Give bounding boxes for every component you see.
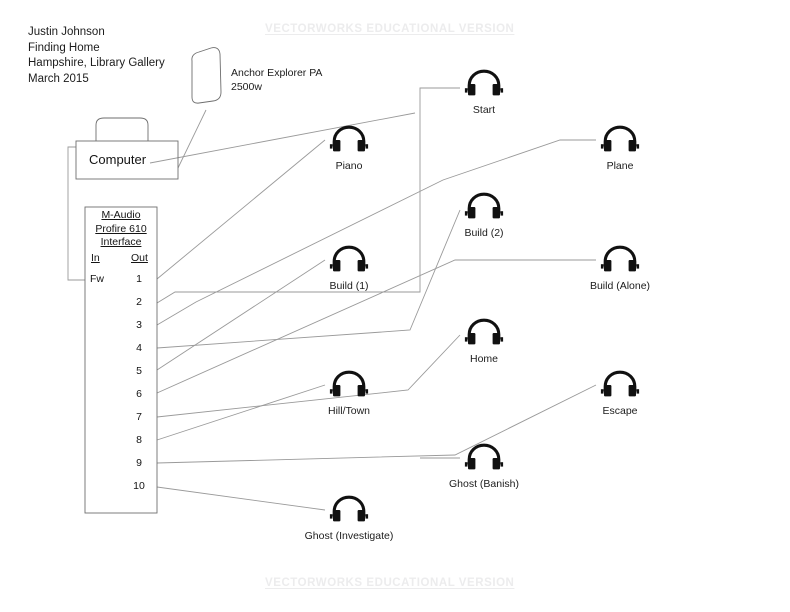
node-label-build-1: Build (1) <box>329 280 369 292</box>
node-home: Home <box>424 318 544 365</box>
wire-out1-piano <box>156 139 326 280</box>
headphones-icon <box>600 125 640 152</box>
node-label-ghost-banish: Ghost (Banish) <box>448 478 520 490</box>
interface-output-4: 4 <box>136 342 142 354</box>
interface-model: Profire 610 <box>95 222 147 235</box>
wire-out5-build1 <box>156 259 326 371</box>
wire-out8-hilltown <box>156 384 326 441</box>
node-build-1: Build (1) <box>289 245 409 292</box>
pa-speaker-outline <box>191 47 222 104</box>
headphones-icon <box>329 245 369 272</box>
interface-in-value: Fw <box>90 273 104 285</box>
headphones-icon <box>464 318 504 345</box>
headphones-icon <box>464 69 504 96</box>
interface-title: M-Audio Profire 610 Interface <box>86 209 156 250</box>
interface-out-header: Out <box>131 252 148 264</box>
node-label-home: Home <box>469 353 498 365</box>
headphones-icon <box>329 495 369 522</box>
interface-box-outline <box>84 206 158 514</box>
node-label-start: Start <box>472 104 496 116</box>
headphones-icon <box>464 192 504 219</box>
interface-output-2: 2 <box>136 296 142 308</box>
wire-computer-to-pa <box>177 109 207 169</box>
pa-speaker-label-line1: Anchor Explorer PA <box>231 67 323 79</box>
computer-label: Computer <box>89 152 147 167</box>
wire-out2-start <box>156 87 460 304</box>
computer-box-outline <box>75 140 179 180</box>
node-start: Start <box>424 69 544 116</box>
node-label-hill-town: Hill/Town <box>327 405 370 417</box>
pa-speaker-label: Anchor Explorer PA 2500w <box>231 66 322 94</box>
interface-in-header: In <box>91 252 100 264</box>
interface-brand: M-Audio <box>101 209 141 221</box>
node-build-alone: Build (Alone) <box>560 245 680 292</box>
headphones-icon <box>600 245 640 272</box>
title-project: Finding Home <box>28 41 100 54</box>
node-plane: Plane <box>560 125 680 172</box>
wire-out6-buildalone <box>156 259 596 394</box>
node-escape: Escape <box>560 370 680 417</box>
node-ghost-investigate: Ghost (Investigate) <box>289 495 409 542</box>
wire-out10-ghostbanish <box>156 486 326 511</box>
watermark-top: VECTORWORKS EDUCATIONAL VERSION <box>265 23 515 35</box>
headphones-icon <box>329 125 369 152</box>
interface-output-1: 1 <box>136 273 142 285</box>
node-label-plane: Plane <box>606 160 634 172</box>
title-date: March 2015 <box>28 72 89 85</box>
node-label-ghost-investigate: Ghost (Investigate) <box>304 530 394 542</box>
interface-output-9: 9 <box>136 457 142 469</box>
pa-speaker-label-line2: 2500w <box>231 81 262 93</box>
node-piano: Piano <box>289 125 409 172</box>
wire-out9-escape <box>156 384 597 464</box>
node-label-build-2: Build (2) <box>464 227 504 239</box>
computer-handle-outline <box>95 117 149 141</box>
headphones-icon <box>464 443 504 470</box>
headphones-icon <box>329 370 369 397</box>
wire-out3-plane <box>156 139 596 326</box>
node-label-piano: Piano <box>335 160 363 172</box>
node-build-2: Build (2) <box>424 192 544 239</box>
interface-output-5: 5 <box>136 365 142 377</box>
title-venue: Hampshire, Library Gallery <box>28 57 165 69</box>
interface-output-10: 10 <box>133 480 145 492</box>
interface-output-3: 3 <box>136 319 142 331</box>
node-ghost-banish: Ghost (Banish) <box>424 443 544 490</box>
wire-firewire <box>67 146 85 281</box>
interface-output-8: 8 <box>136 434 142 446</box>
interface-output-6: 6 <box>136 388 142 400</box>
wire-out7-home <box>156 334 461 418</box>
node-label-build-alone: Build (Alone) <box>589 280 651 292</box>
watermark-bottom: VECTORWORKS EDUCATIONAL VERSION <box>265 577 515 589</box>
interface-output-7: 7 <box>136 411 142 423</box>
interface-type: Interface <box>100 236 142 248</box>
node-hill-town: Hill/Town <box>289 370 409 417</box>
headphones-icon <box>600 370 640 397</box>
wire-out4-build2 <box>156 209 461 349</box>
title-author: Justin Johnson <box>28 26 105 38</box>
title-block: Justin Johnson Finding Home Hampshire, L… <box>28 25 165 87</box>
wire-computer-right <box>149 112 416 164</box>
node-label-escape: Escape <box>602 405 638 417</box>
